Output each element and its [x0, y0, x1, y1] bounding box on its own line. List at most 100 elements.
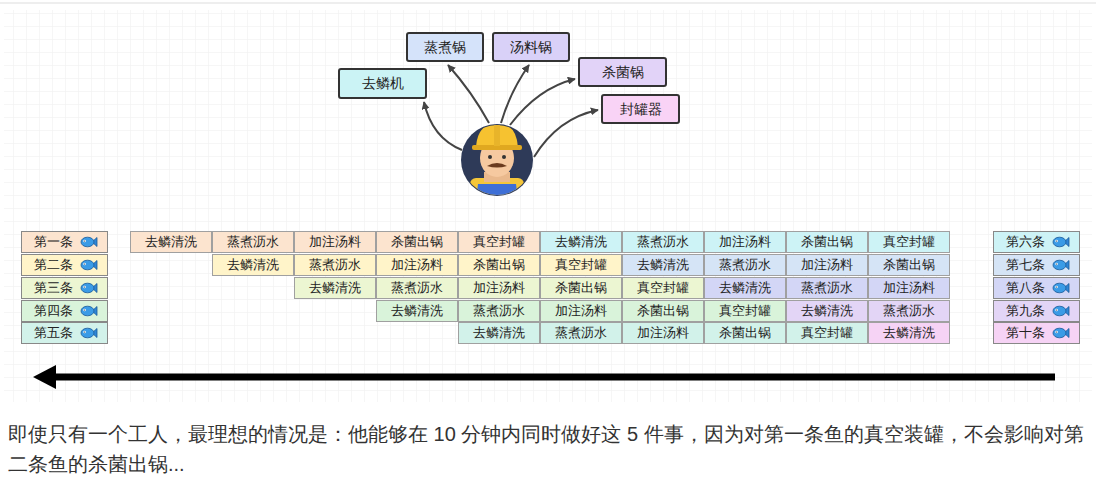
task-cell: 去鳞清洗 — [212, 254, 294, 276]
box-label: 第四条 — [34, 303, 73, 319]
box-label: 去鳞清洗 — [473, 325, 525, 341]
box-label: 杀菌出锅 — [473, 257, 525, 273]
task-cell: 蒸煮沥水 — [868, 300, 950, 322]
task-cell: 真空封罐 — [704, 300, 786, 322]
task-cell: 加注汤料 — [540, 300, 622, 322]
task-cell: 真空封罐 — [622, 277, 704, 299]
box-label: 真空封罐 — [473, 234, 525, 250]
grid-background — [4, 10, 1092, 402]
box-label: 杀菌出锅 — [883, 257, 935, 273]
task-cell: 真空封罐 — [458, 231, 540, 253]
box-label: 蒸煮沥水 — [227, 234, 279, 250]
time-arrow-shaft — [52, 374, 1055, 381]
task-cell: 真空封罐 — [786, 322, 868, 344]
box-label: 真空封罐 — [555, 257, 607, 273]
box-label: 真空封罐 — [719, 303, 771, 319]
task-cell: 加注汤料 — [622, 322, 704, 344]
box-label: 去鳞清洗 — [391, 303, 443, 319]
task-cell: 杀菌出锅 — [786, 231, 868, 253]
fish-icon — [81, 306, 97, 316]
worker-eye — [502, 155, 506, 159]
task-cell: 加注汤料 — [376, 254, 458, 276]
box-label: 杀菌出锅 — [391, 234, 443, 250]
task-cell: 蒸煮沥水 — [294, 254, 376, 276]
box-label: 第三条 — [34, 280, 73, 296]
task-cell: 去鳞清洗 — [868, 322, 950, 344]
box-label: 蒸煮沥水 — [801, 280, 853, 296]
task-cell: 蒸煮沥水 — [540, 322, 622, 344]
worker-eye — [488, 155, 492, 159]
box-label: 加注汤料 — [391, 257, 443, 273]
box-label: 加注汤料 — [555, 303, 607, 319]
box-label: 蒸煮沥水 — [637, 234, 689, 250]
task-cell: 去鳞清洗 — [704, 277, 786, 299]
fish-label: 第八条 — [993, 277, 1080, 299]
task-cell: 杀菌出锅 — [376, 231, 458, 253]
box-label: 第八条 — [1006, 280, 1045, 296]
worker-arrows — [424, 65, 598, 157]
top-rule — [0, 3, 1096, 4]
box-label: 第六条 — [1006, 234, 1045, 250]
arrow — [424, 102, 462, 150]
task-cell: 加注汤料 — [458, 277, 540, 299]
task-cell: 去鳞清洗 — [540, 231, 622, 253]
task-cell: 加注汤料 — [704, 231, 786, 253]
task-cell: 蒸煮沥水 — [786, 277, 868, 299]
box-label: 杀菌出锅 — [801, 234, 853, 250]
task-cell: 真空封罐 — [540, 254, 622, 276]
worker-helmet — [476, 123, 518, 148]
box-label: 第七条 — [1006, 257, 1045, 273]
task-cell: 蒸煮沥水 — [704, 254, 786, 276]
task-cell: 真空封罐 — [868, 231, 950, 253]
machine-box: 蒸煮锅 — [406, 32, 484, 62]
box-label: 蒸煮锅 — [424, 39, 466, 56]
fish-label: 第九条 — [993, 300, 1080, 322]
machine-box: 封罐器 — [601, 94, 680, 124]
fish-icon — [1053, 283, 1069, 293]
box-label: 加注汤料 — [719, 234, 771, 250]
box-label: 第一条 — [34, 234, 73, 250]
box-label: 第十条 — [1006, 325, 1045, 341]
fish-label: 第六条 — [993, 231, 1080, 253]
worker-figure — [461, 123, 533, 202]
box-label: 蒸煮沥水 — [391, 280, 443, 296]
box-label: 去鳞清洗 — [719, 280, 771, 296]
box-label: 第九条 — [1006, 303, 1045, 319]
task-cell: 杀菌出锅 — [540, 277, 622, 299]
machine-box: 汤料锅 — [492, 32, 570, 62]
box-label: 真空封罐 — [801, 325, 853, 341]
fish-label: 第五条 — [21, 322, 108, 344]
fish-icon — [81, 260, 97, 270]
worker-helmet-ridge — [494, 124, 500, 146]
box-label: 去鳞机 — [362, 75, 404, 92]
fish-label: 第七条 — [993, 254, 1080, 276]
box-label: 蒸煮沥水 — [473, 303, 525, 319]
box-label: 真空封罐 — [637, 280, 689, 296]
fish-icon — [81, 283, 97, 293]
box-label: 去鳞清洗 — [555, 234, 607, 250]
fish-icon — [1053, 328, 1069, 338]
box-label: 去鳞清洗 — [801, 303, 853, 319]
task-cell: 杀菌出锅 — [458, 254, 540, 276]
arrow — [501, 65, 529, 123]
arrow — [510, 79, 575, 125]
fish-icon — [1053, 260, 1069, 270]
task-cell: 杀菌出锅 — [704, 322, 786, 344]
box-label: 去鳞清洗 — [309, 280, 361, 296]
task-cell: 加注汤料 — [786, 254, 868, 276]
box-label: 第二条 — [34, 257, 73, 273]
box-label: 加注汤料 — [883, 280, 935, 296]
box-label: 加注汤料 — [801, 257, 853, 273]
task-cell: 加注汤料 — [294, 231, 376, 253]
box-label: 蒸煮沥水 — [719, 257, 771, 273]
box-label: 杀菌出锅 — [637, 303, 689, 319]
time-arrow-head — [33, 365, 56, 389]
box-label: 蒸煮沥水 — [555, 325, 607, 341]
box-label: 蒸煮沥水 — [309, 257, 361, 273]
fish-label: 第三条 — [21, 277, 108, 299]
task-cell: 去鳞清洗 — [376, 300, 458, 322]
task-cell: 去鳞清洗 — [786, 300, 868, 322]
box-label: 去鳞清洗 — [883, 325, 935, 341]
machine-box: 杀菌锅 — [578, 57, 667, 87]
fish-icon — [81, 328, 97, 338]
